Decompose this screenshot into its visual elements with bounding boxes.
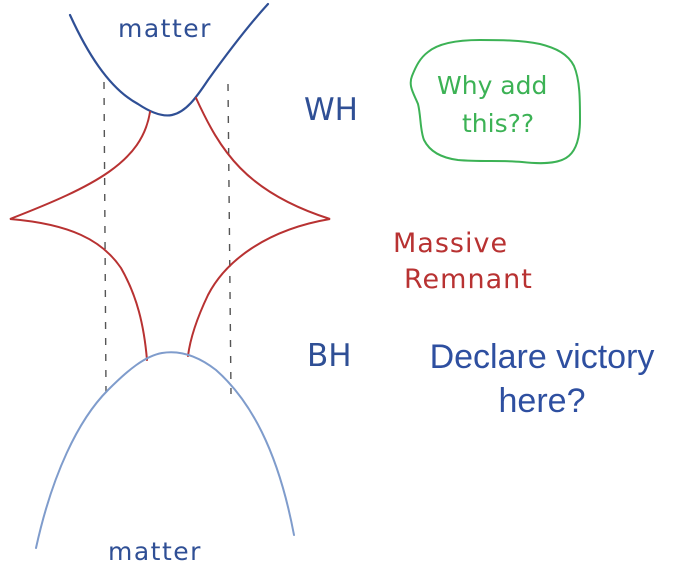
why-add-this-line2: this?? [462,109,534,138]
massive-remnant-line1: Massive [393,228,508,259]
left-dashed-guide [103,81,107,393]
top-matter-curve [68,2,270,117]
bottom-matter-curve [35,351,295,549]
massive-remnant-line2: Remnant [404,264,533,295]
remnant-right-outline [187,97,331,357]
remnant-left-outline [9,111,151,361]
right-dashed-guide [227,83,232,395]
why-add-this-line1: Why add [437,71,547,100]
declare-victory-line1: Declare victory [430,338,655,376]
matter-bottom-label: matter [108,537,202,566]
black-hole-label: BH [307,338,352,374]
why-add-this-bubble [409,39,581,165]
matter-top-label: matter [118,14,212,43]
declare-victory-line2: here? [499,382,586,420]
white-hole-label: WH [304,92,358,128]
